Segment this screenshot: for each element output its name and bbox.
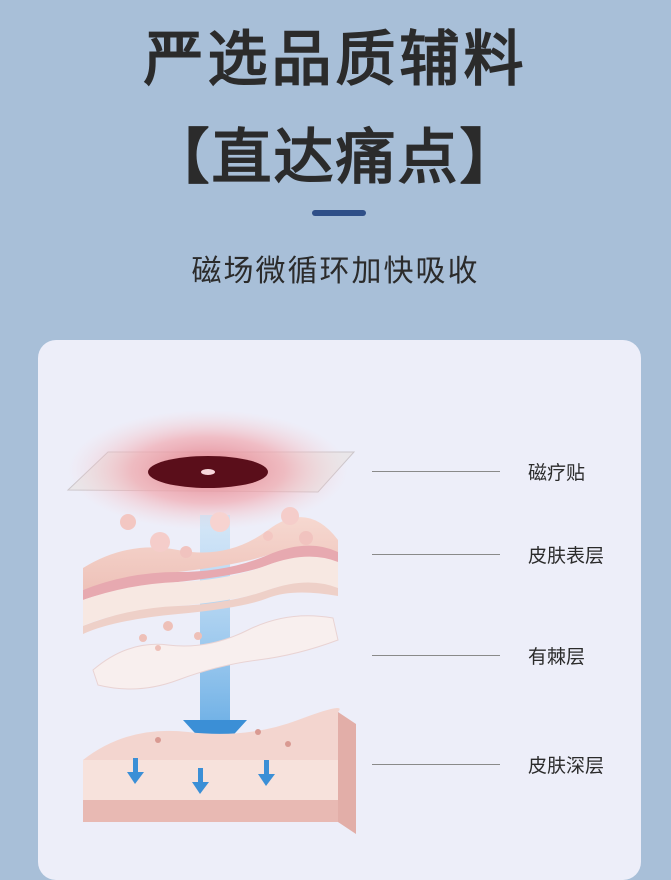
layer-diagram-card: 磁疗贴 皮肤表层 有棘层 皮肤深层 xyxy=(38,340,641,880)
layer-label: 有棘层 xyxy=(528,646,586,668)
layer-label: 磁疗贴 xyxy=(528,462,586,484)
leader-line-deep xyxy=(372,764,500,765)
deep-skin-layer xyxy=(83,707,356,834)
page-subtitle-bracketed: 【直达痛点】 xyxy=(149,123,522,193)
spinous-layer xyxy=(92,615,339,690)
leader-line-patch xyxy=(372,471,500,472)
leader-line-surface xyxy=(372,554,500,555)
deep-arrows xyxy=(127,758,275,794)
accent-divider xyxy=(312,210,366,216)
page-title: 严选品质辅料 xyxy=(143,25,528,95)
layer-label: 皮肤表层 xyxy=(528,545,605,567)
skin-layer-illustration xyxy=(66,410,356,834)
tagline: 磁场微循环加快吸收 xyxy=(191,254,480,289)
layer-label: 皮肤深层 xyxy=(528,755,605,777)
skin-surface-layer xyxy=(83,507,338,634)
magnetic-patch-layer xyxy=(66,410,356,530)
leader-line-spinous xyxy=(372,655,500,656)
